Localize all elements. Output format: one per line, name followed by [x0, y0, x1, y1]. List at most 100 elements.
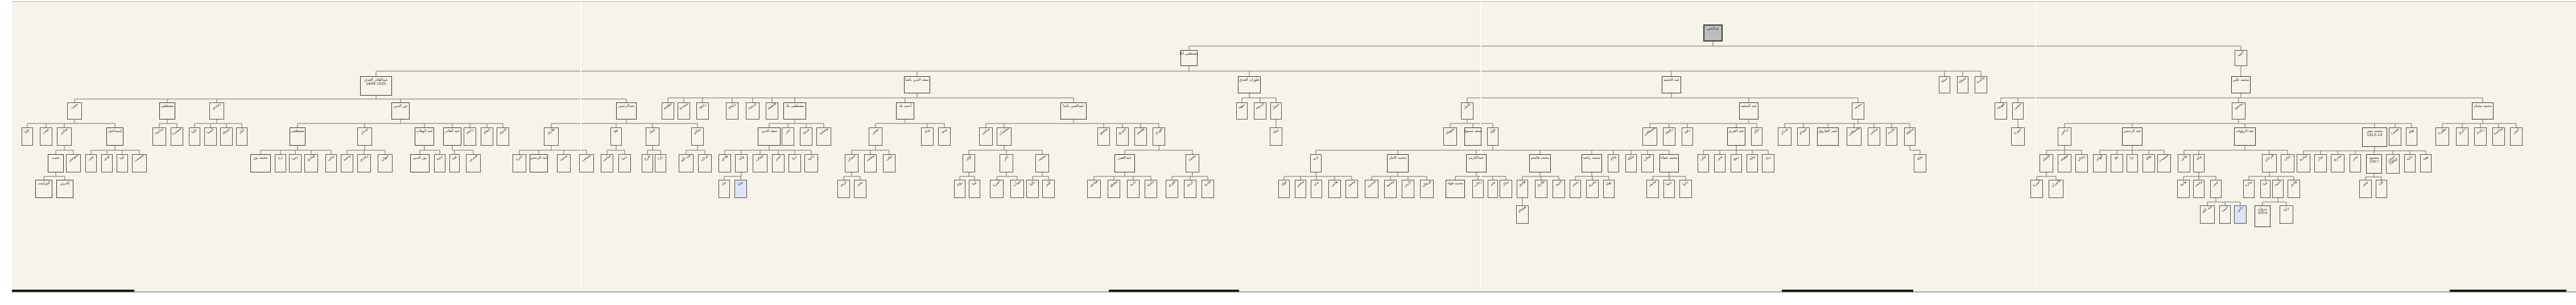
person-node[interactable]: ربيع	[1731, 154, 1742, 172]
person-node[interactable]: سميرة	[171, 126, 183, 146]
person-node[interactable]: نور الدين	[410, 154, 430, 172]
person-node[interactable]: لينا	[2260, 180, 2270, 198]
person-node[interactable]: خديجة	[1254, 101, 1266, 119]
person-node[interactable]: يسرى	[1586, 179, 1599, 198]
person-node[interactable]: هالة	[2142, 154, 2155, 172]
person-node[interactable]: فرحان	[2262, 153, 2277, 172]
person-node[interactable]: مصطفى	[1847, 125, 1861, 146]
person-node[interactable]: عبد الوهاب	[415, 127, 434, 146]
person-node[interactable]: سامي	[1868, 126, 1880, 146]
person-node[interactable]: هبة	[449, 154, 460, 172]
person-node[interactable]: كلير	[1042, 180, 1055, 198]
person-node[interactable]: منال	[1500, 179, 1512, 198]
person-node[interactable]: وليد	[2193, 154, 2205, 172]
person-node[interactable]: راية	[2280, 205, 2293, 224]
person-node[interactable]: نايرة	[513, 154, 526, 172]
person-node[interactable]: محمود 1957	[2366, 154, 2382, 174]
person-node[interactable]: زليخة	[726, 102, 738, 119]
person-node[interactable]: عمري	[1116, 126, 1129, 146]
person-node[interactable]: نظيرة	[2435, 126, 2449, 146]
person-node[interactable]: نبيهة	[1236, 102, 1248, 119]
person-node[interactable]: داني	[2234, 205, 2247, 224]
person-node[interactable]: نجيب	[67, 102, 82, 119]
person-node[interactable]: هشام	[1516, 205, 1529, 224]
person-node[interactable]: تاليا	[1026, 180, 1039, 198]
person-node[interactable]: رشدي	[357, 153, 371, 172]
person-node[interactable]: جنان	[2281, 154, 2294, 172]
person-node[interactable]: ديمة	[434, 154, 445, 172]
person-node[interactable]: رائدة	[2474, 127, 2487, 146]
person-node[interactable]: فادية	[1202, 179, 1214, 198]
person-node[interactable]: حسان	[845, 153, 858, 172]
person-node[interactable]: أليزابيث	[35, 180, 52, 198]
person-node[interactable]: محمد	[1646, 179, 1659, 198]
person-node[interactable]: محمد	[557, 154, 571, 172]
person-node[interactable]: ساجدة	[2492, 126, 2505, 146]
person-node[interactable]: عماد	[646, 127, 659, 146]
person-node[interactable]: ليلى	[1698, 154, 1709, 172]
person-node[interactable]: هاشم	[1134, 127, 1147, 146]
person-node[interactable]: عليا	[22, 127, 33, 146]
person-node[interactable]: هنادي	[1087, 179, 1101, 198]
person-node[interactable]: الهام	[2093, 154, 2107, 172]
person-node[interactable]: كاثرين	[56, 180, 73, 198]
person-node[interactable]: فدوى	[497, 127, 509, 146]
person-node[interactable]: منير	[2359, 180, 2372, 198]
person-node[interactable]: عدنان	[698, 153, 712, 172]
person-node[interactable]: عبد الرحمن	[2122, 127, 2142, 146]
person-node[interactable]: عبد الرؤوف	[2234, 127, 2256, 146]
person-node[interactable]: فوزي	[1153, 127, 1165, 146]
person-node[interactable]: عبد الله	[679, 152, 693, 172]
person-node[interactable]: مايا	[734, 180, 747, 198]
person-node[interactable]: وئام	[1608, 154, 1619, 172]
person-node[interactable]: فهيمة	[1995, 102, 2007, 119]
person-node[interactable]: أميرة	[990, 179, 1004, 198]
person-node[interactable]: أحمد بك	[896, 102, 914, 119]
person-node[interactable]: رفيقة	[1663, 127, 1675, 146]
person-node[interactable]: دلجية	[1145, 179, 1157, 198]
person-node[interactable]: سامية	[152, 126, 166, 146]
person-node[interactable]: نشأت	[1010, 179, 1024, 198]
person-node[interactable]: سامي	[979, 126, 993, 146]
person-node[interactable]: شادية	[2297, 154, 2310, 172]
person-node[interactable]: محمود	[2232, 101, 2245, 119]
person-node[interactable]: أحمد	[2219, 205, 2231, 224]
person-node[interactable]: شيرين	[466, 153, 481, 172]
person-node[interactable]: نزيه	[1310, 154, 1322, 172]
person-node[interactable]: مصطفى آغا	[1180, 50, 1198, 66]
person-node[interactable]: هادي	[1517, 179, 1528, 198]
person-node[interactable]: عليا	[189, 127, 200, 146]
person-node[interactable]: أحمد	[1553, 179, 1565, 198]
person-node[interactable]: كامران	[2049, 179, 2063, 198]
person-node[interactable]: أحمد	[2272, 179, 2284, 198]
person-node[interactable]: أمل	[236, 127, 247, 146]
person-node[interactable]: محمد راشد	[1582, 154, 1602, 172]
person-node[interactable]: عبد القادر	[443, 127, 461, 146]
person-node[interactable]: سعد الدين	[758, 127, 781, 146]
person-node[interactable]: فاطمة	[766, 101, 778, 119]
person-node[interactable]: أحمد	[2235, 50, 2247, 66]
person-node[interactable]: بهاء	[1603, 180, 1615, 198]
person-node[interactable]: فؤاد	[1278, 180, 1290, 198]
person-node[interactable]: وسيم	[1384, 179, 1397, 198]
person-node[interactable]: بشير	[869, 127, 882, 146]
person-node[interactable]: وليد	[735, 154, 748, 172]
person-node[interactable]: نبيلة	[1914, 154, 1926, 172]
person-node[interactable]: ريحان	[2075, 153, 2088, 172]
person-node[interactable]: شفيق	[1097, 126, 1110, 146]
person-node[interactable]: إسماعيل	[106, 127, 123, 146]
person-node[interactable]: يسر	[2350, 154, 2361, 172]
person-node[interactable]: فدى	[101, 154, 113, 172]
person-node[interactable]: سعد سميح	[1464, 127, 1481, 146]
person-node[interactable]: نور الدين	[391, 102, 410, 119]
person-node[interactable]: ليلى	[883, 154, 895, 172]
person-node[interactable]: حسن	[2012, 102, 2024, 119]
person-node[interactable]: محمد	[2193, 179, 2205, 198]
person-node[interactable]: دانية	[2404, 154, 2416, 172]
person-node[interactable]: عفاف	[753, 153, 767, 172]
person-node[interactable]: سارة	[2243, 179, 2255, 198]
person-node[interactable]: جميلة	[1957, 76, 1968, 93]
person-node[interactable]: عصمت	[132, 152, 147, 172]
person-node[interactable]: محمد منير 1913-19	[2362, 127, 2387, 147]
person-node[interactable]: محمد	[1186, 154, 1199, 172]
